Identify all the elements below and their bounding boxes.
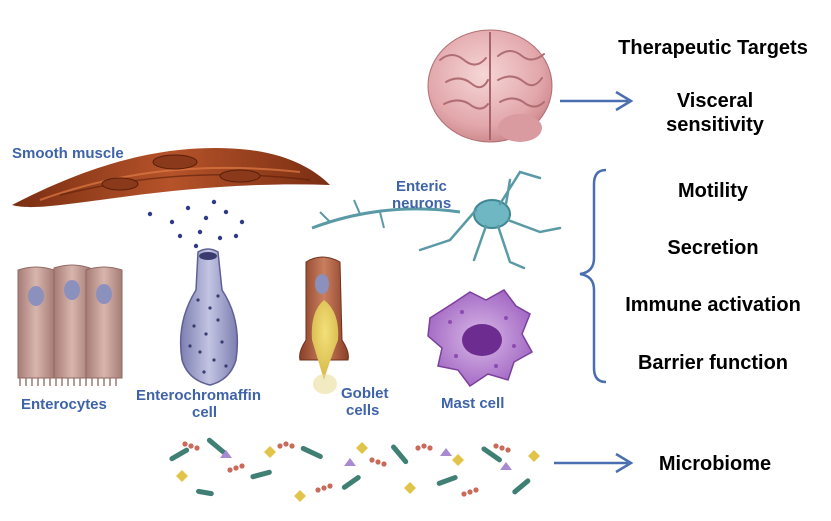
enteric-neurons-label-line2: neurons	[392, 195, 452, 212]
motility-label: Motility	[678, 180, 748, 202]
visceral-label-line2: sensitivity	[666, 114, 764, 136]
microbiome-label: Microbiome	[658, 453, 772, 475]
arrow-to-microbiome	[554, 452, 634, 474]
microbiome-icon	[169, 437, 540, 502]
grouping-brace	[579, 168, 607, 384]
mast-cell-icon	[427, 289, 534, 388]
immune-activation-label: Immune activation	[625, 294, 801, 316]
smooth-muscle-label: Smooth muscle	[12, 145, 124, 162]
smooth-muscle-cell-icon	[12, 148, 330, 208]
secretion-label: Secretion	[667, 237, 759, 259]
title-therapeutic-targets: Therapeutic Targets	[618, 37, 808, 59]
goblet-cell-icon	[299, 256, 349, 394]
neuron-icon	[311, 170, 562, 270]
barrier-function-label: Barrier function	[637, 352, 789, 374]
goblet-cells-label-line1: Goblet	[341, 385, 389, 402]
enterochromaffin-label-line1: Enterochromaffin	[136, 387, 262, 404]
enterocyte-cells-icon	[17, 264, 123, 386]
arrow-to-visceral-sensitivity	[560, 90, 634, 112]
enteric-neurons-label-line1: Enteric	[396, 178, 447, 195]
mast-cell-label: Mast cell	[441, 395, 505, 412]
enterochromaffin-label-line2: cell	[192, 404, 218, 421]
enterochromaffin-cell-icon	[147, 199, 245, 386]
enterocytes-label: Enterocytes	[21, 396, 107, 413]
goblet-cells-label-line2: cells	[346, 402, 380, 419]
brain-icon	[427, 29, 553, 143]
visceral-label-line1: Visceral	[676, 90, 754, 112]
